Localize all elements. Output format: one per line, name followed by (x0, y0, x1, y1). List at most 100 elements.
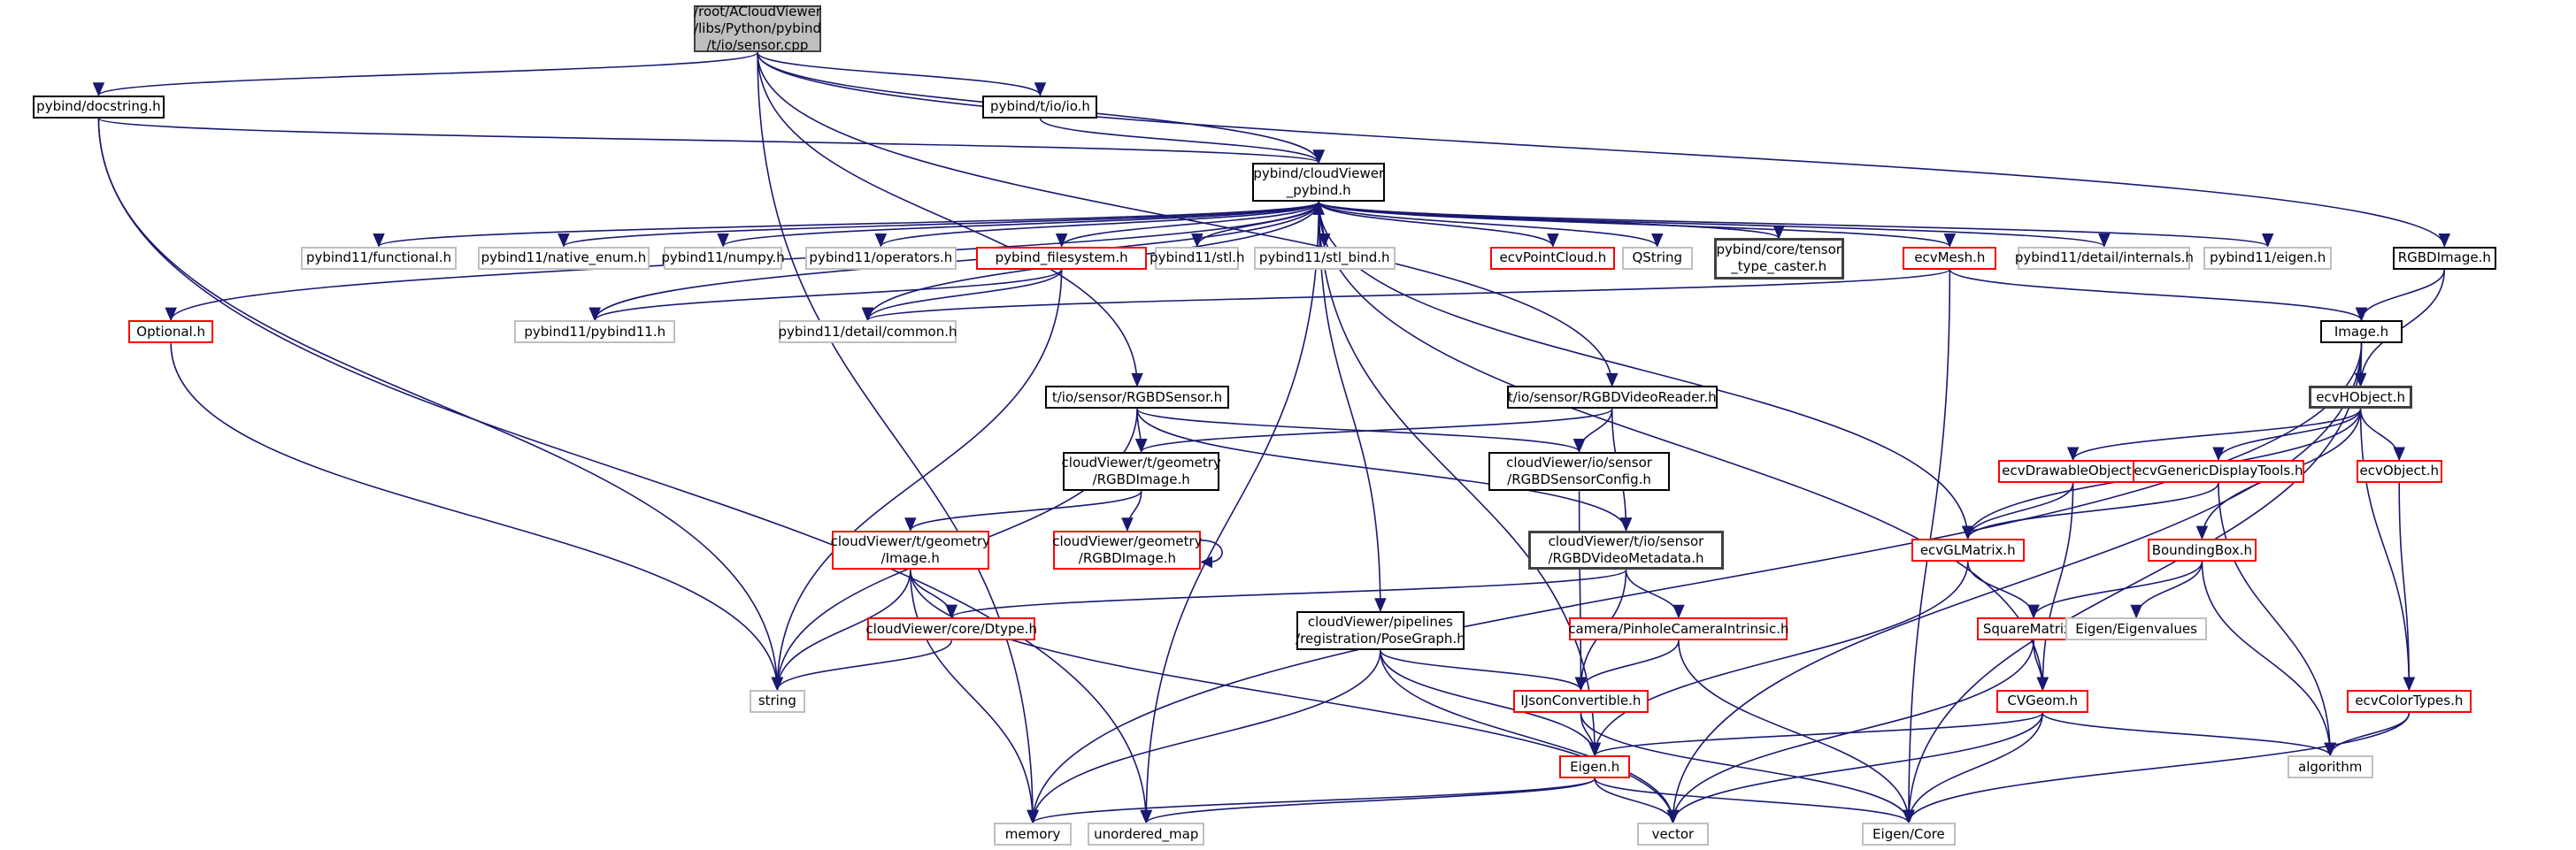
edge-RGBDVideoMetadata-to-Dtype (945, 569, 1627, 619)
node-ecvcolortypes[interactable]: ecvColorTypes.h (2346, 689, 2472, 713)
node-stl[interactable]: pybind11/stl.h (1150, 246, 1245, 270)
edge-root-to-docstring (92, 51, 758, 96)
node-native-enum[interactable]: pybind11/native_enum.h (478, 246, 650, 270)
edge-cvpybind-to-operators (874, 201, 1320, 248)
node-functional[interactable]: pybind11/functional.h (300, 246, 458, 270)
node-eigen-h[interactable]: Eigen.h (1559, 755, 1631, 779)
edge-cvpybind-to-functional (373, 201, 1320, 248)
edge-cvpybind-to-PoseGraph (1318, 202, 1387, 613)
node-pybind11-h[interactable]: pybind11/pybind11.h (514, 320, 676, 344)
edge-Pinhole-to-IJson (1574, 640, 1680, 692)
edge-RGBDVideoReader-to-t_RGBDImage (1134, 408, 1613, 453)
edge-RGBDImage_h-to-Image_h (2355, 269, 2446, 322)
node-root[interactable]: /root/ACloudViewer /libs/Python/pybind /… (693, 3, 822, 53)
node-t-rgbdimage[interactable]: cloudViewer/t/geometry /RGBDImage.h (1062, 451, 1221, 492)
node-operators[interactable]: pybind11/operators.h (804, 246, 957, 270)
edge-ecvMesh-to-Image_h (1949, 269, 2368, 322)
edge-PoseGraph-to-IJson (1380, 650, 1588, 692)
edge-SquareMatrix-to-vector (1666, 640, 2034, 824)
node-ecvhobject[interactable]: ecvHObject.h (2309, 386, 2413, 410)
edge-Eigen_h-to-unordered_map (1140, 777, 1596, 824)
edge-pybind_fs-to-detail_common (861, 269, 1063, 322)
edge-pybind_fs-to-pybind11_h (588, 269, 1063, 322)
edge-ecvMesh-to-detail_common (861, 268, 1951, 322)
edge-Eigen_h-to-EigenCore (1594, 777, 1915, 824)
node-string[interactable]: string (749, 689, 805, 713)
edge-ecvGenericDisplayTools-to-ecvGLMatrix (1962, 482, 2219, 540)
edge-ecvHObject-to-ecvDrawableObject (2066, 409, 2362, 462)
node-t-image[interactable]: cloudViewer/t/geometry /Image.h (831, 530, 990, 570)
node-eigenvalues[interactable]: Eigen/Eigenvalues (2065, 617, 2207, 641)
edge-PoseGraph-to-memory (1027, 650, 1381, 824)
edge-CVGeom-to-Eigen_h (1588, 712, 2044, 757)
node-vector[interactable]: vector (1636, 823, 1710, 846)
edge-Image_h-to-memory (1027, 343, 2363, 824)
node-cvgeom[interactable]: CVGeom.h (1996, 689, 2089, 713)
edge-tensor_caster-to-cvpybind (1312, 201, 1780, 240)
node-rgbdsensorconfig[interactable]: cloudViewer/io/sensor /RGBDSensorConfig.… (1488, 451, 1670, 492)
edge-cvpybind-to-numpy (717, 201, 1320, 248)
node-pybind-fs[interactable]: pybind_filesystem.h (976, 246, 1148, 270)
node-rgbdimage-h[interactable]: RGBDImage.h (2392, 246, 2496, 270)
node-stl-bind[interactable]: pybind11/stl_bind.h (1253, 246, 1396, 270)
node-algorithm[interactable]: algorithm (2287, 755, 2373, 779)
node-rgbdsensor[interactable]: t/io/sensor/RGBDSensor.h (1045, 386, 1230, 410)
node-internals[interactable]: pybind11/detail/internals.h (2015, 246, 2194, 270)
node-tensor-caster[interactable]: pybind/core/tensor _type_caster.h (1713, 238, 1844, 280)
edge-Eigen_h-to-memory (1027, 777, 1596, 824)
edge-BoundingBox-to-Eigenvalues (2130, 562, 2203, 619)
edge-BoundingBox-to-SquareMatrix (2027, 561, 2203, 619)
edge-docstring-to-unordered_map (97, 118, 1153, 824)
edge-ecvObject-to-ecvColorTypes (2398, 482, 2416, 692)
node-rgbdvideometadata[interactable]: cloudViewer/t/io/sensor /RGBDVideoMetada… (1528, 530, 1724, 570)
node-eigencore[interactable]: Eigen/Core (1861, 823, 1956, 846)
edge-t_Image-to-memory (909, 570, 1039, 824)
node-ecvgenericdisplaytools[interactable]: ecvGenericDisplayTools.h (2133, 459, 2304, 483)
edge-cvpybind-to-QString (1318, 202, 1664, 248)
edge-Eigen_h-to-vector (1594, 778, 1680, 824)
edge-ecvHObject-to-ecvGenericDisplayTools (2212, 409, 2362, 462)
edge-ecvColorTypes-to-algorithm (2324, 712, 2411, 757)
edge-CVGeom-to-algorithm (2042, 712, 2336, 757)
node-ecvglmatrix[interactable]: ecvGLMatrix.h (1911, 539, 2025, 563)
node-ecvpointcloud[interactable]: ecvPointCloud.h (1490, 246, 1616, 270)
edge-RGBDVideoReader-to-RGBDSensorConfig (1573, 409, 1613, 453)
node-pinhole[interactable]: camera/PinholeCameraIntrinsic.h (1568, 617, 1789, 641)
node-ecvobject[interactable]: ecvObject.h (2356, 459, 2442, 483)
node-docstring[interactable]: pybind/docstring.h (33, 95, 165, 119)
node-numpy[interactable]: pybind11/numpy.h (661, 246, 785, 270)
node-detail-common[interactable]: pybind11/detail/common.h (778, 320, 957, 344)
edge-t_RGBDImage-to-geo_RGBDImage (1121, 491, 1142, 532)
edge-io_h-to-cvpybind (1039, 118, 1325, 165)
node-memory[interactable]: memory (994, 823, 1072, 846)
edge-geo_RGBDImage-to-geo_RGBDImage (1200, 540, 1223, 569)
edge-RGBDSensorConfig-to-IJson (1574, 491, 1588, 692)
node-cvpybind[interactable]: pybind/cloudViewer _pybind.h (1252, 162, 1386, 203)
node-ijson[interactable]: IJsonConvertible.h (1513, 689, 1649, 713)
edge-cvpybind-to-native_enum (557, 201, 1320, 248)
node-rgbdvideoreader[interactable]: t/io/sensor/RGBDVideoReader.h (1506, 386, 1718, 410)
edge-cvpybind-to-p11eigen (1318, 201, 2274, 248)
edge-root-to-RGBDImage_h (757, 52, 2451, 248)
node-qstring[interactable]: QString (1621, 246, 1693, 270)
node-p11eigen[interactable]: pybind11/eigen.h (2203, 246, 2333, 270)
node-optional[interactable]: Optional.h (127, 320, 214, 344)
node-posegraph[interactable]: cloudViewer/pipelines /registration/Pose… (1296, 610, 1465, 651)
edge-RGBDVideoMetadata-to-Pinhole (1625, 570, 1685, 619)
edge-ecvHObject-to-ecvObject (2359, 409, 2405, 462)
node-geo-rgbdimage[interactable]: cloudViewer/geometry /RGBDImage.h (1052, 530, 1203, 570)
edge-cvpybind-to-unordered_map (1140, 202, 1320, 824)
node-image-h[interactable]: Image.h (2320, 320, 2403, 344)
node-io-h[interactable]: pybind/t/io/io.h (982, 95, 1098, 119)
edge-Dtype-to-string (771, 639, 952, 692)
edge-root-to-io_h (757, 52, 1047, 96)
edge-cvpybind-to-pybind_fs (1055, 202, 1320, 248)
edge-PoseGraph-to-vector (1380, 650, 1680, 824)
edge-Image_h-to-vector (1666, 343, 2363, 824)
node-ecvdrawableobject[interactable]: ecvDrawableObject.h (1998, 459, 2149, 483)
node-unordered-map[interactable]: unordered_map (1088, 823, 1205, 846)
node-dtype[interactable]: cloudViewer/core/Dtype.h (865, 617, 1037, 641)
node-boundingbox[interactable]: BoundingBox.h (2148, 539, 2257, 563)
node-ecvmesh[interactable]: ecvMesh.h (1903, 246, 1997, 270)
